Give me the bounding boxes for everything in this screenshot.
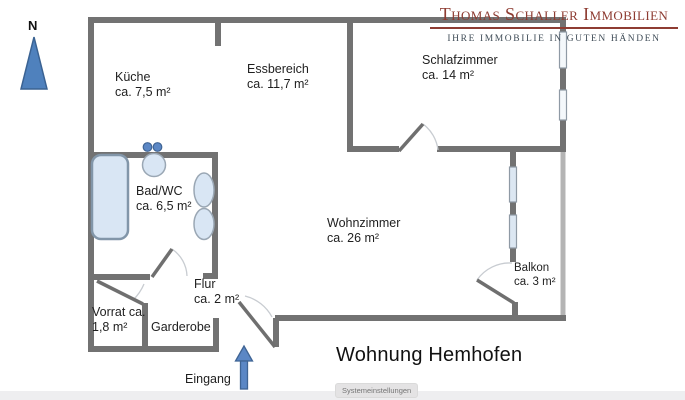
broker-logo-title: Thomas Schaller Immobilien — [439, 4, 669, 24]
toilet-icon — [193, 172, 215, 208]
room-name: Schlafzimmer — [422, 53, 498, 67]
north-label: N — [28, 18, 37, 33]
entrance-arrow-icon — [234, 344, 254, 390]
bath-fixtures — [90, 142, 215, 241]
room-area: ca. 11,7 m² — [247, 77, 309, 91]
pantry-door-icon — [96, 279, 144, 306]
bathroom-door-icon — [150, 247, 174, 279]
tap-knob-icon — [152, 142, 163, 152]
bedroom-window-icon — [558, 31, 568, 69]
room-label-essbereich: Essbereich ca. 11,7 m² — [247, 62, 309, 92]
balcony-window-icon — [508, 214, 518, 249]
bathtub-icon — [90, 153, 130, 241]
bedroom-door-icon — [397, 122, 425, 153]
room-name: Wohnzimmer — [327, 216, 401, 230]
room-label-garderobe: Garderobe — [151, 320, 211, 335]
room-area: 1,8 m² — [92, 320, 128, 334]
doors — [96, 122, 515, 349]
room-area: ca. 26 m² — [327, 231, 380, 245]
room-label-wohnzimmer: Wohnzimmer ca. 26 m² — [327, 216, 400, 246]
broker-logo-tagline: IHRE IMMOBILIE IN GUTEN HÄNDEN — [447, 34, 661, 44]
tap-knob-icon — [142, 142, 153, 152]
bedroom-window-icon — [558, 89, 568, 121]
room-label-kueche: Küche ca. 7,5 m² — [115, 70, 171, 100]
room-area: ca. 6,5 m² — [136, 199, 192, 213]
room-label-flur: Flur ca. 2 m² — [194, 277, 239, 307]
room-name: Essbereich — [247, 62, 309, 76]
system-settings-button[interactable]: Systemeinstellungen — [335, 383, 419, 398]
room-name: Balkon — [514, 262, 550, 274]
room-name: Garderobe — [151, 320, 211, 334]
room-area: ca. 14 m² — [422, 68, 475, 82]
door-leaves — [96, 122, 515, 349]
broker-logo: Thomas Schaller Immobilien IHRE IMMOBILI… — [428, 2, 680, 45]
entrance-door-icon — [237, 300, 277, 349]
north-arrow-icon: N — [20, 18, 48, 90]
room-label-schlafzimmer: Schlafzimmer ca. 14 m² — [422, 53, 498, 83]
room-area: ca. 3 m² — [514, 276, 556, 288]
entrance-label: Eingang — [185, 372, 231, 386]
room-area: ca. 2 m² — [194, 292, 240, 306]
room-area: ca. 7,5 m² — [115, 85, 171, 99]
room-label-balkon: Balkon ca. 3 m² — [514, 261, 556, 289]
room-name: Küche — [115, 70, 151, 84]
sink-icon — [141, 152, 167, 178]
plan-title: Wohnung Hemhofen — [336, 344, 523, 366]
room-name: Bad/WC — [136, 184, 183, 198]
balcony-door-icon — [476, 278, 515, 305]
room-label-bad-wc: Bad/WC ca. 6,5 m² — [136, 184, 192, 214]
bidet-icon — [193, 207, 215, 241]
logo-divider — [430, 27, 678, 29]
balcony-window-icon — [508, 166, 518, 203]
room-name: Flur — [194, 277, 216, 291]
room-label-vorrat: Vorrat ca. 1,8 m² — [92, 305, 146, 335]
room-name: Vorrat ca. — [92, 305, 146, 319]
windows — [508, 31, 568, 249]
